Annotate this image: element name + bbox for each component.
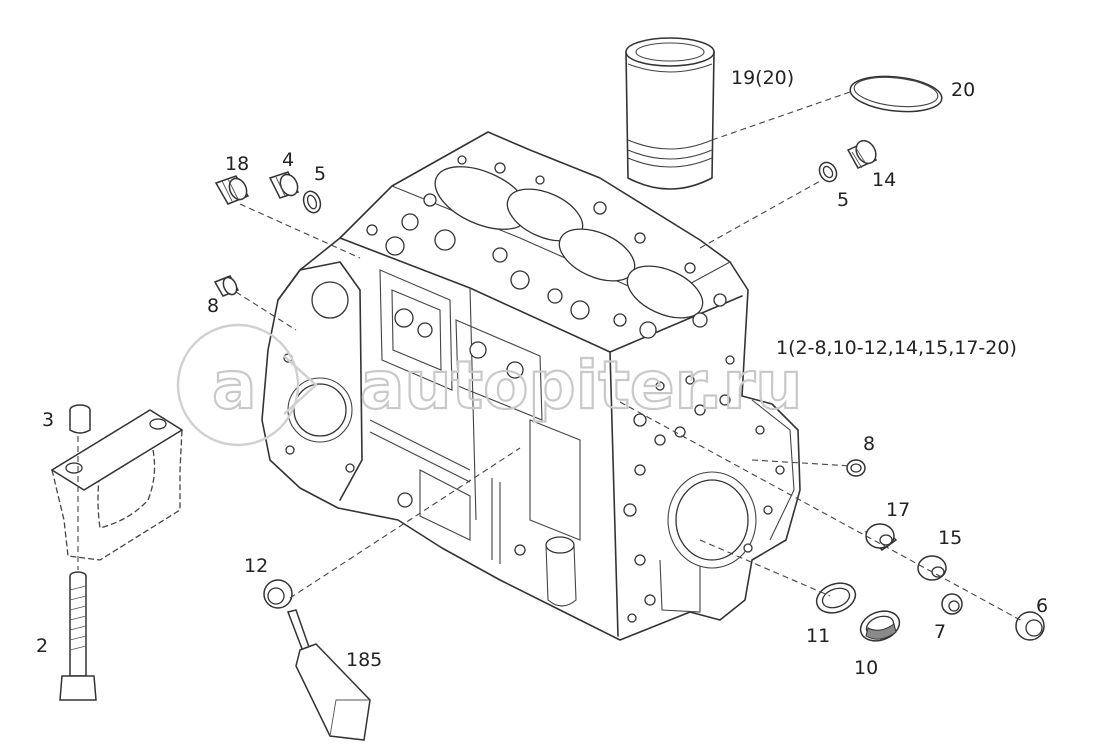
washer-5-left xyxy=(302,190,322,214)
plug-8-right xyxy=(846,459,866,477)
sealant-tube xyxy=(286,609,371,741)
bushing-17 xyxy=(864,523,898,552)
liner-o-ring xyxy=(849,75,943,113)
callout-11: 11 xyxy=(806,625,830,647)
callout-labels: 19(20) 20 18 4 5 5 14 8 1(2-8,10-12,14,1… xyxy=(36,67,1048,679)
watermark-logo-letter: a xyxy=(212,347,257,424)
plug-14 xyxy=(846,139,878,169)
seal-12 xyxy=(263,579,293,609)
callout-6: 6 xyxy=(1036,595,1048,617)
plug-7 xyxy=(941,593,963,615)
callout-14: 14 xyxy=(872,169,896,191)
dowel-3 xyxy=(69,404,91,434)
main-bearing-cap xyxy=(50,409,184,561)
plug-8-left xyxy=(213,275,240,297)
cam-bushing-10 xyxy=(859,610,901,642)
callout-5-right: 5 xyxy=(837,189,849,211)
callout-19-20: 19(20) xyxy=(731,67,794,89)
callout-8-right: 8 xyxy=(863,433,875,455)
callout-20: 20 xyxy=(951,79,975,101)
callout-3: 3 xyxy=(42,409,54,431)
watermark-text: autopiter.ru xyxy=(360,347,802,424)
callout-8-left: 8 xyxy=(207,295,219,317)
watermark: a autopiter.ru xyxy=(176,323,803,447)
callout-17: 17 xyxy=(886,499,910,521)
plug-6 xyxy=(1015,611,1045,641)
cylinder-liner xyxy=(625,37,715,190)
callout-assembly-1: 1(2-8,10-12,14,15,17-20) xyxy=(776,337,1017,359)
callout-4: 4 xyxy=(282,149,294,171)
bushing-15 xyxy=(917,555,947,581)
callout-2: 2 xyxy=(36,635,48,657)
plug-18 xyxy=(214,175,250,205)
plug-4 xyxy=(268,171,300,199)
callout-10: 10 xyxy=(854,657,878,679)
engine-block xyxy=(261,131,801,641)
callout-7: 7 xyxy=(934,621,946,643)
callout-185: 185 xyxy=(346,649,382,671)
washer-5-right xyxy=(818,161,838,183)
callout-15: 15 xyxy=(938,527,962,549)
callout-12: 12 xyxy=(244,555,268,577)
callout-18: 18 xyxy=(225,153,249,175)
cam-bushing-11 xyxy=(815,582,857,614)
callout-5-left: 5 xyxy=(314,163,326,185)
cap-bolt-2 xyxy=(59,571,97,701)
leader-lines xyxy=(77,91,1025,623)
